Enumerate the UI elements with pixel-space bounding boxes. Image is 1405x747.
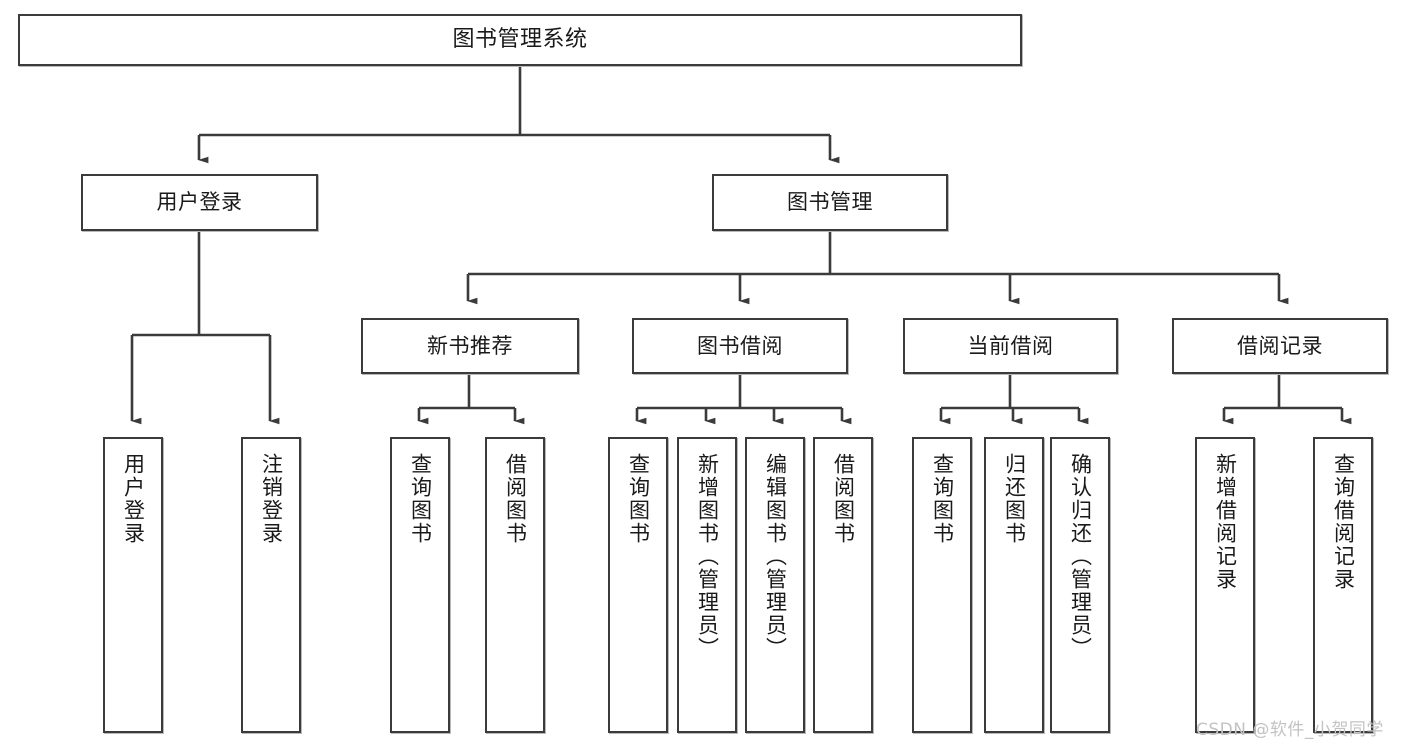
node-leaf-br-add-label: 新增借阅记录: [1213, 453, 1238, 591]
node-leaf-cb-confirm[interactable]: 确认归还（管理员）: [1050, 437, 1110, 733]
node-leaf-bb-borrow[interactable]: 借阅图书: [813, 437, 873, 733]
node-leaf-cb-query[interactable]: 查询图书: [912, 437, 972, 733]
node-borrow-record-label: 借阅记录: [1237, 333, 1323, 358]
node-leaf-bb-query-label: 查询图书: [626, 453, 651, 545]
node-leaf-rec-borrow[interactable]: 借阅图书: [485, 437, 545, 733]
node-leaf-user-login[interactable]: 用户登录: [103, 437, 163, 733]
node-new-book-rec[interactable]: 新书推荐: [361, 318, 579, 374]
node-leaf-rec-query-label: 查询图书: [408, 453, 433, 545]
node-leaf-rec-borrow-label: 借阅图书: [503, 453, 528, 545]
node-leaf-user-logout[interactable]: 注销登录: [241, 437, 301, 733]
node-root-label: 图书管理系统: [452, 27, 588, 53]
node-leaf-user-logout-label: 注销登录: [259, 453, 284, 545]
node-leaf-bb-add-label: 新增图书（管理员）: [695, 453, 720, 660]
node-new-book-rec-label: 新书推荐: [427, 333, 513, 358]
node-root[interactable]: 图书管理系统: [18, 14, 1022, 66]
csdn-watermark: CSDN @软件_小贺同学: [1196, 720, 1384, 740]
node-current-borrow[interactable]: 当前借阅: [903, 318, 1118, 374]
node-leaf-bb-edit-label: 编辑图书（管理员）: [763, 453, 788, 660]
node-user-login-label: 用户登录: [156, 190, 243, 215]
node-leaf-cb-return[interactable]: 归还图书: [984, 437, 1044, 733]
node-leaf-br-add[interactable]: 新增借阅记录: [1195, 437, 1255, 733]
node-leaf-rec-query[interactable]: 查询图书: [390, 437, 450, 733]
node-leaf-bb-query[interactable]: 查询图书: [608, 437, 668, 733]
node-leaf-bb-add[interactable]: 新增图书（管理员）: [677, 437, 737, 733]
node-book-borrow-label: 图书借阅: [697, 333, 783, 358]
node-leaf-br-query[interactable]: 查询借阅记录: [1313, 437, 1373, 733]
node-borrow-record[interactable]: 借阅记录: [1172, 318, 1388, 374]
node-leaf-cb-query-label: 查询图书: [930, 453, 955, 545]
node-leaf-br-query-label: 查询借阅记录: [1331, 453, 1356, 591]
node-leaf-bb-edit[interactable]: 编辑图书（管理员）: [745, 437, 805, 733]
node-leaf-cb-confirm-label: 确认归还（管理员）: [1068, 453, 1093, 660]
node-user-login[interactable]: 用户登录: [81, 174, 318, 231]
node-book-manage-label: 图书管理: [787, 190, 873, 215]
node-leaf-cb-return-label: 归还图书: [1002, 453, 1027, 545]
node-leaf-user-login-label: 用户登录: [121, 453, 146, 545]
node-book-borrow[interactable]: 图书借阅: [632, 318, 848, 374]
node-leaf-bb-borrow-label: 借阅图书: [831, 453, 856, 545]
node-book-manage[interactable]: 图书管理: [712, 174, 948, 231]
node-current-borrow-label: 当前借阅: [967, 333, 1054, 358]
